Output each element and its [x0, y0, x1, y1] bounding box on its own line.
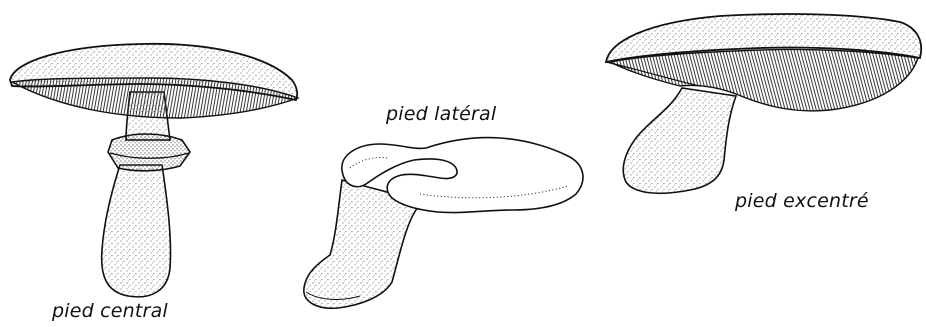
- mushroom-lateral: [304, 138, 583, 309]
- central-stem: [102, 165, 171, 297]
- caption-lateral-stem: pied latéral: [386, 103, 496, 125]
- mushroom-excentric: [606, 14, 921, 193]
- caption-central-stem: pied central: [52, 300, 168, 322]
- mushroom-central: [10, 44, 298, 297]
- excentric-gills: [610, 49, 918, 110]
- excentric-stem: [623, 88, 736, 193]
- caption-excentric-stem: pied excentré: [735, 190, 869, 212]
